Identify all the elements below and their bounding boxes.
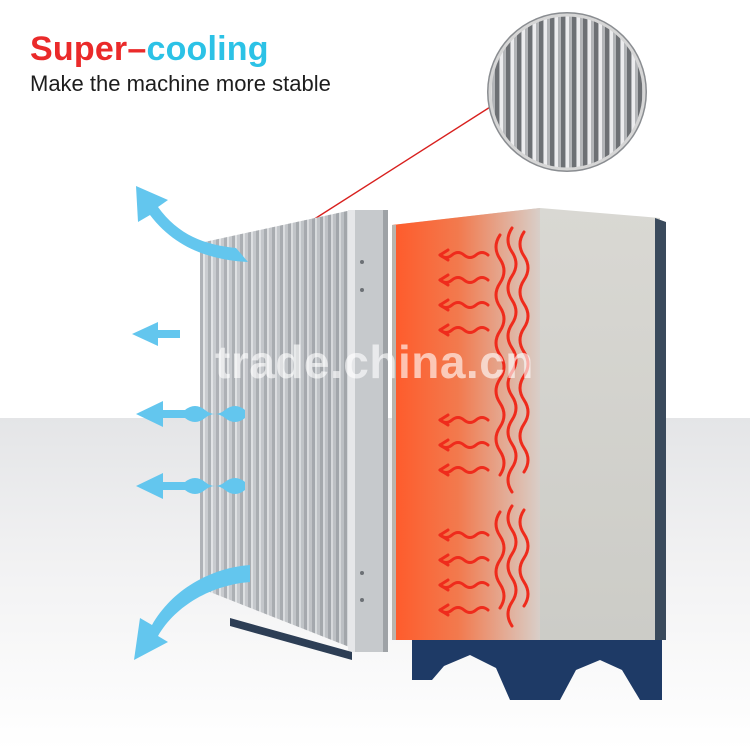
title-cooling: cooling xyxy=(146,30,269,68)
title-super: Super xyxy=(30,30,128,68)
heat-wave-column xyxy=(494,226,530,628)
cool-air-arrow-icon xyxy=(132,186,250,660)
page-subtitle: Make the machine more stable xyxy=(30,71,331,96)
zoom-magnifier-circle xyxy=(487,12,647,172)
heat-wave-arrow-icon xyxy=(438,248,490,617)
header: Super–cooling Make the machine more stab… xyxy=(30,30,331,97)
title-dash: – xyxy=(127,30,147,68)
callout-line xyxy=(304,87,521,226)
heatsink-panel xyxy=(200,210,388,660)
watermark-text: trade.china.cn xyxy=(215,336,534,388)
page-title: Super–cooling xyxy=(30,30,331,68)
cabinet-body xyxy=(392,208,666,700)
